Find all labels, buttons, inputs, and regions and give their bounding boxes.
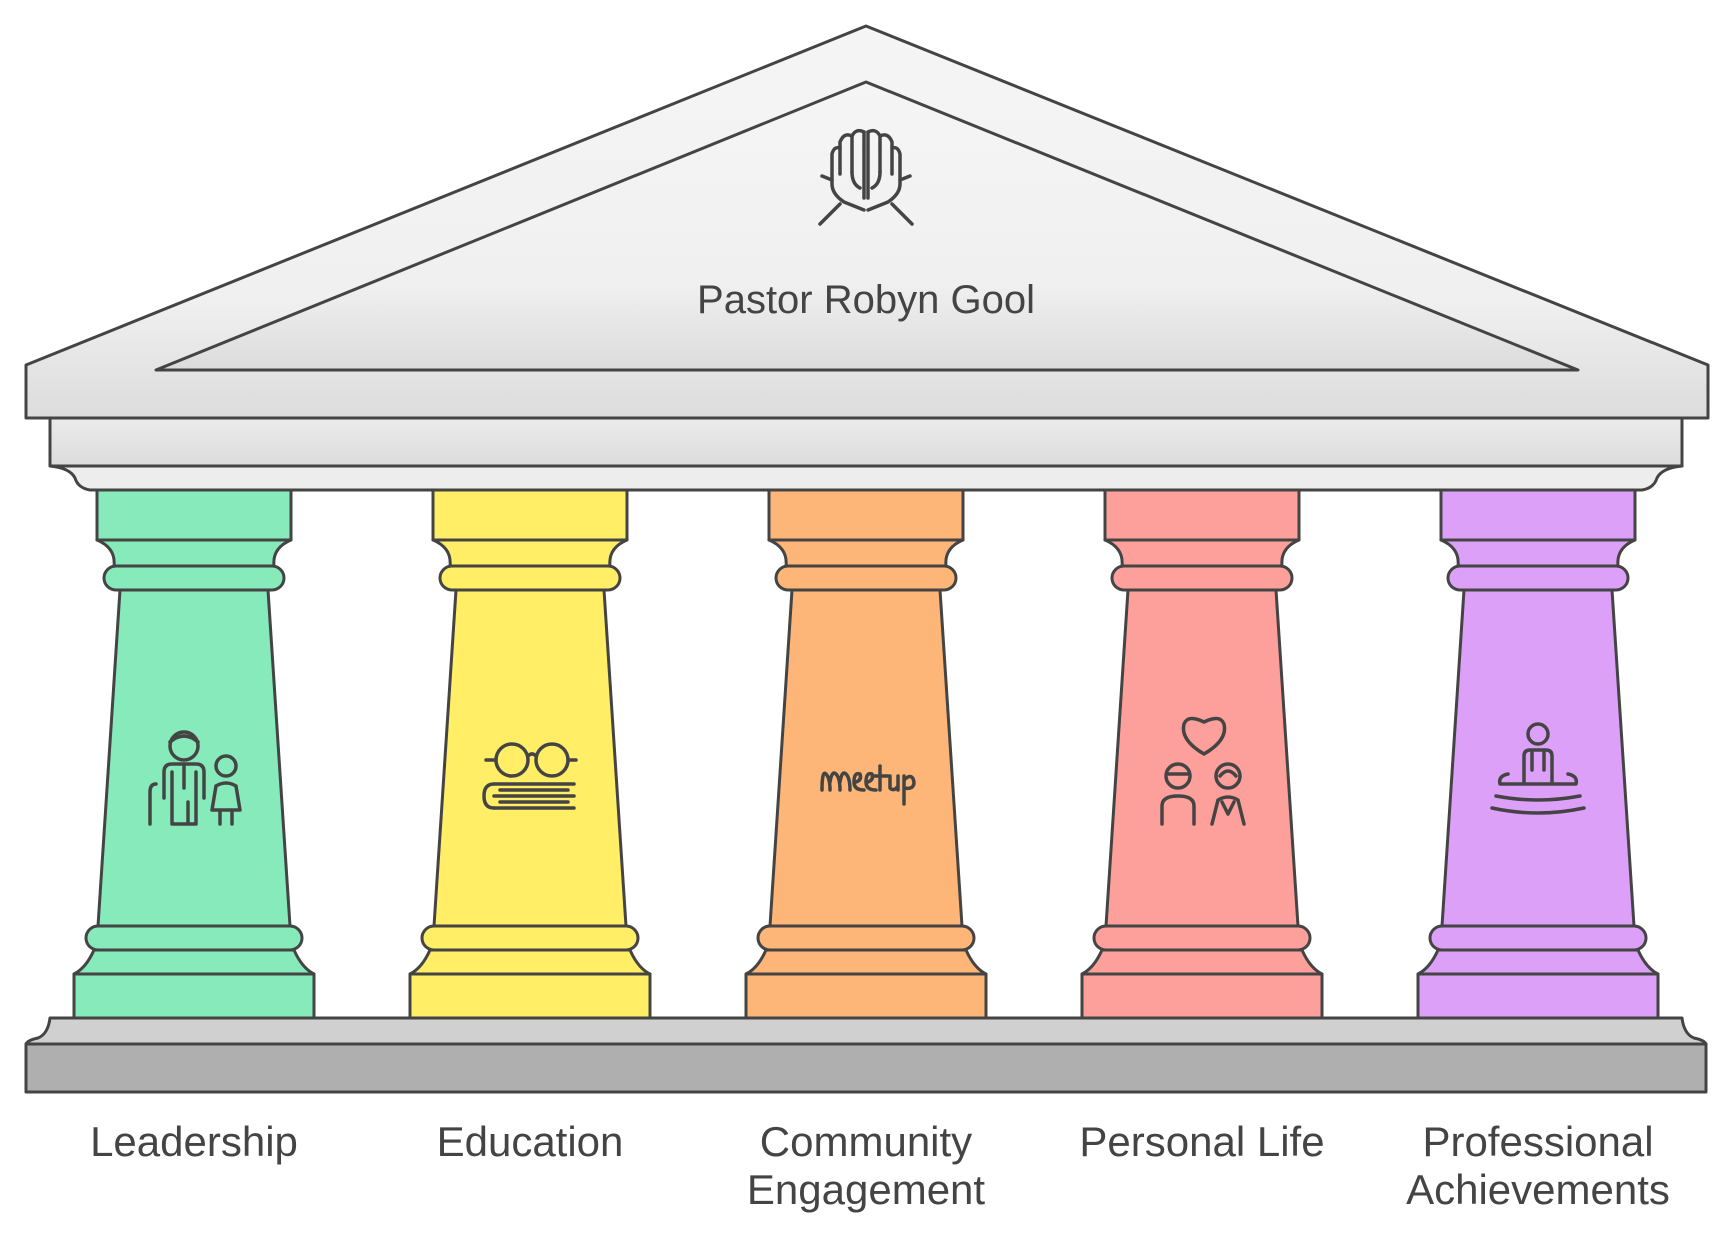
- beam: [48, 416, 1684, 492]
- pillar-label-community-engagement-line-1: Community: [760, 1118, 972, 1165]
- pillar-capital: [431, 488, 629, 542]
- pillar-education: Education: [408, 488, 652, 1165]
- pillar-shaft: [768, 588, 964, 928]
- pillar-upper-ring: [438, 564, 622, 592]
- pillar-lower-ring: [756, 924, 976, 952]
- pillar-plinth-neck: [72, 948, 316, 976]
- roof: [24, 24, 1710, 420]
- pillar-label-leadership: Leadership: [90, 1118, 298, 1165]
- pillar-lower-ring: [420, 924, 640, 952]
- pillar-plinth: [1080, 972, 1324, 1022]
- pillar-lower-ring: [84, 924, 304, 952]
- pillar-capital: [1439, 488, 1637, 542]
- pillar-lower-ring: [1092, 924, 1312, 952]
- page-title: Pastor Robyn Gool: [697, 278, 1035, 322]
- pillar-shaft: [1104, 588, 1300, 928]
- pillar-capital: [95, 488, 293, 542]
- beam-lower: [48, 464, 1684, 492]
- pillar-neck: [431, 538, 629, 568]
- pillar-plinth: [408, 972, 652, 1022]
- pillar-shaft: [1440, 588, 1636, 928]
- praying-hands-icon: [818, 128, 914, 226]
- pillar-plinth: [744, 972, 988, 1022]
- glasses-books-icon: [482, 742, 578, 810]
- couple-heart-icon: [1160, 716, 1246, 826]
- pillar-capital: [767, 488, 965, 542]
- pillar-personal-life: Personal Life: [1079, 488, 1325, 1165]
- pillar-upper-ring: [1110, 564, 1294, 592]
- base-bottom-step: [24, 1042, 1708, 1094]
- pillar-neck: [95, 538, 293, 568]
- pillar-label-professional-achievements-line-1: Professional: [1422, 1118, 1653, 1165]
- pillar-upper-ring: [1446, 564, 1630, 592]
- pillar-plinth-neck: [744, 948, 988, 976]
- pillar-plinth-neck: [408, 948, 652, 976]
- pillar-neck: [767, 538, 965, 568]
- pillar-label-education: Education: [437, 1118, 624, 1165]
- roof-inner-triangle: [154, 80, 1580, 372]
- pillar-upper-ring: [102, 564, 286, 592]
- pillar-lower-ring: [1428, 924, 1648, 952]
- pillar-capital: [1103, 488, 1301, 542]
- beam-upper: [48, 416, 1684, 468]
- pillar-label-community-engagement-line-2: Engagement: [747, 1166, 986, 1213]
- pillar-plinth: [1416, 972, 1660, 1022]
- pillar-label-professional-achievements-line-2: Achievements: [1406, 1166, 1670, 1213]
- pillar-upper-ring: [774, 564, 958, 592]
- meetup-logo-icon: [820, 764, 916, 806]
- pillar-neck: [1439, 538, 1637, 568]
- mentor-child-icon: [148, 730, 242, 826]
- base-top-step: [24, 1016, 1708, 1046]
- pillar-plinth-neck: [1416, 948, 1660, 976]
- pillar-shaft: [432, 588, 628, 928]
- base: [24, 1016, 1708, 1094]
- pillar-plinth: [72, 972, 316, 1022]
- roof-title-group: Pastor Robyn Gool: [697, 128, 1035, 322]
- pillar-plinth-neck: [1080, 948, 1324, 976]
- pillar-label-personal-life: Personal Life: [1079, 1118, 1324, 1165]
- person-podium-icon: [1490, 722, 1586, 815]
- pillar-leadership: Leadership: [72, 488, 316, 1165]
- pillar-neck: [1103, 538, 1301, 568]
